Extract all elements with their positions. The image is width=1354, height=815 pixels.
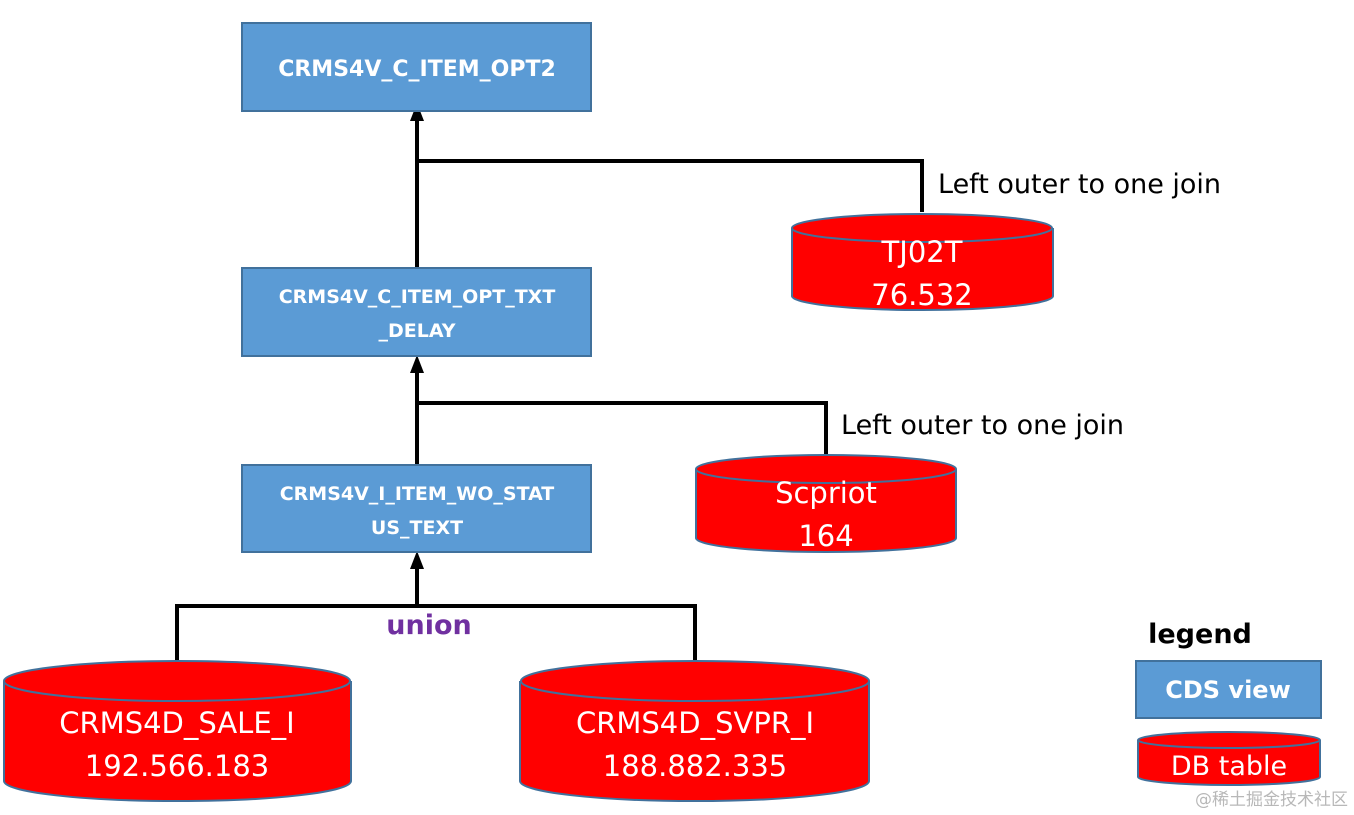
cylinder-body [695, 469, 957, 553]
table-tj02t: TJ02T 76.532 [791, 213, 1054, 312]
view-name: CRMS4V_C_ITEM_OPT2 [278, 57, 556, 82]
union-line [175, 604, 697, 662]
join-line-scpriot [417, 401, 828, 454]
table-name: Scpriot [775, 476, 877, 510]
table-scpriot: Scpriot 164 [695, 454, 957, 553]
join-line-tj02t [417, 159, 924, 212]
cylinder-top [695, 454, 957, 484]
legend-db-table-top [1137, 731, 1321, 749]
table-crms4d-svpr-i: CRMS4D_SVPR_I 188.882.335 [519, 660, 870, 803]
view-name-line2: US_TEXT [371, 517, 463, 539]
cylinder-top [520, 660, 870, 702]
view-crms4v-c-item-opt-txt-delay: CRMS4V_C_ITEM_OPT_TXT _DELAY [241, 267, 592, 357]
view-crms4v-i-item-wo-status-text: CRMS4V_I_ITEM_WO_STAT US_TEXT [241, 464, 592, 553]
join-label-lower: Left outer to one join [841, 410, 1124, 441]
cylinder-body [3, 681, 352, 803]
table-rows: 76.532 [871, 278, 972, 312]
legend-cds-view-swatch [1135, 660, 1322, 719]
view-crms4v-c-item-opt2: CRMS4V_C_ITEM_OPT2 [241, 22, 592, 112]
table-crms4d-sale-i: CRMS4D_SALE_I 192.566.183 [3, 660, 352, 803]
connector-bottom [175, 551, 697, 662]
view-name-line2: _DELAY [378, 320, 455, 342]
table-name: TJ02T [881, 235, 963, 269]
table-rows: 164 [798, 519, 853, 553]
cylinder-top [791, 213, 1053, 243]
table-rows: 192.566.183 [85, 749, 270, 783]
cylinder-top [3, 660, 351, 702]
view-name-line1: CRMS4V_I_ITEM_WO_STAT [280, 483, 555, 505]
watermark: @稀土掘金技术社区 [1195, 790, 1348, 810]
legend-cds-view-label: CDS view [1165, 676, 1291, 704]
union-label: union [386, 610, 471, 641]
legend-title: legend [1148, 619, 1252, 650]
view-box [241, 267, 592, 357]
cylinder-body [519, 681, 870, 803]
join-label-upper: Left outer to one join [938, 169, 1221, 200]
legend-db-table-label: DB table [1171, 751, 1287, 782]
table-rows: 188.882.335 [603, 749, 788, 783]
arrowhead-bottom [410, 551, 424, 569]
view-box [241, 22, 592, 112]
table-name: CRMS4D_SALE_I [59, 706, 294, 740]
connector-middle [410, 355, 828, 464]
arrowhead-middle [410, 355, 424, 373]
legend: legend CDS view DB table [1135, 619, 1322, 786]
table-name: CRMS4D_SVPR_I [576, 706, 814, 740]
cylinder-body [791, 228, 1054, 312]
view-box [241, 464, 592, 553]
legend-db-table-body [1137, 740, 1321, 786]
view-name-line1: CRMS4V_C_ITEM_OPT_TXT [279, 286, 556, 308]
